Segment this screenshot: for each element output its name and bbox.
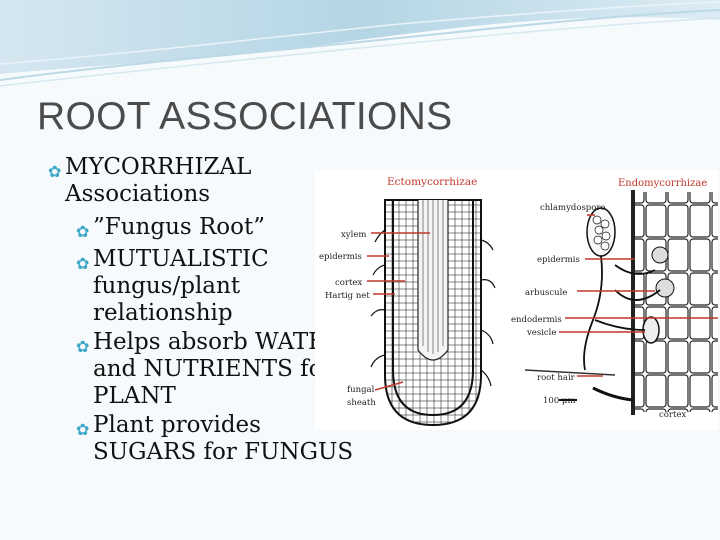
bullet-line: ”Fungus Root” bbox=[93, 214, 266, 240]
bullet-line: MYCORRHIZAL bbox=[65, 154, 252, 180]
bullet-level2-plant-provides: ✿ Plant provides SUGARS for FUNGUS bbox=[76, 412, 353, 466]
bullet-marker-icon: ✿ bbox=[76, 254, 90, 273]
bullet-line: Helps absorb WATER bbox=[93, 329, 343, 355]
endo-title: Endomycorrhizae bbox=[618, 178, 707, 189]
endomycorrhiza-root-drawing bbox=[524, 190, 718, 415]
label-sheath: sheath bbox=[347, 398, 376, 408]
label-hartig-net: Hartig net bbox=[325, 291, 370, 301]
label-cortex: cortex bbox=[335, 278, 362, 288]
label-root-hair: root hair bbox=[537, 373, 576, 383]
bullet-line: PLANT bbox=[93, 383, 176, 409]
label-epidermis: epidermis bbox=[319, 252, 362, 262]
bullet-line: fungus/plant bbox=[93, 273, 241, 299]
bullet-marker-icon: ✿ bbox=[48, 162, 62, 181]
label-arbuscule: arbuscule bbox=[525, 288, 567, 298]
bullet-level1-mycorrhizal: ✿ MYCORRHIZAL Associations bbox=[48, 154, 251, 208]
label-xylem: xylem bbox=[341, 230, 366, 240]
bullet-level2-fungus-root: ✿ ”Fungus Root” bbox=[76, 214, 265, 241]
mycorrhizae-diagram: Ectomycorrhizae Endomycorrhizae xylem ep… bbox=[315, 170, 718, 430]
bullet-level2-mutualistic: ✿ MUTUALISTIC fungus/plant relationship bbox=[76, 246, 269, 327]
label-endo-cortex: cortex bbox=[659, 410, 686, 420]
label-vesicle: vesicle bbox=[526, 328, 556, 338]
slide-title: ROOT ASSOCIATIONS bbox=[37, 95, 453, 138]
bullet-line: Plant provides bbox=[93, 412, 261, 438]
ectomycorrhiza-root-drawing bbox=[370, 199, 496, 427]
bullet-line: and NUTRIENTS for bbox=[93, 356, 334, 382]
header-wave-decoration bbox=[0, 0, 720, 100]
bullet-level2-helps-absorb: ✿ Helps absorb WATER and NUTRIENTS for P… bbox=[76, 329, 342, 410]
label-scale: 100 μm bbox=[543, 396, 576, 406]
label-chlamydospore: chlamydospore bbox=[540, 203, 605, 213]
ecto-labels: xylem epidermis cortex Hartig net fungal… bbox=[319, 230, 376, 408]
label-endo-epidermis: epidermis bbox=[537, 255, 580, 265]
ecto-title: Ectomycorrhizae bbox=[387, 176, 477, 188]
bullet-line: SUGARS for FUNGUS bbox=[93, 439, 354, 465]
endo-labels: chlamydospore epidermis arbuscule endode… bbox=[511, 203, 686, 420]
label-endodermis: endodermis bbox=[511, 315, 562, 325]
ecto-pointer-lines bbox=[367, 232, 430, 391]
bullet-marker-icon: ✿ bbox=[76, 420, 90, 439]
bullet-marker-icon: ✿ bbox=[76, 222, 90, 241]
endo-pointer-lines bbox=[559, 214, 718, 377]
bullet-line: MUTUALISTIC bbox=[93, 246, 269, 272]
label-fungal: fungal bbox=[347, 385, 375, 395]
bullet-line: Associations bbox=[65, 181, 211, 207]
bullet-line: relationship bbox=[93, 300, 233, 326]
bullet-marker-icon: ✿ bbox=[76, 337, 90, 356]
